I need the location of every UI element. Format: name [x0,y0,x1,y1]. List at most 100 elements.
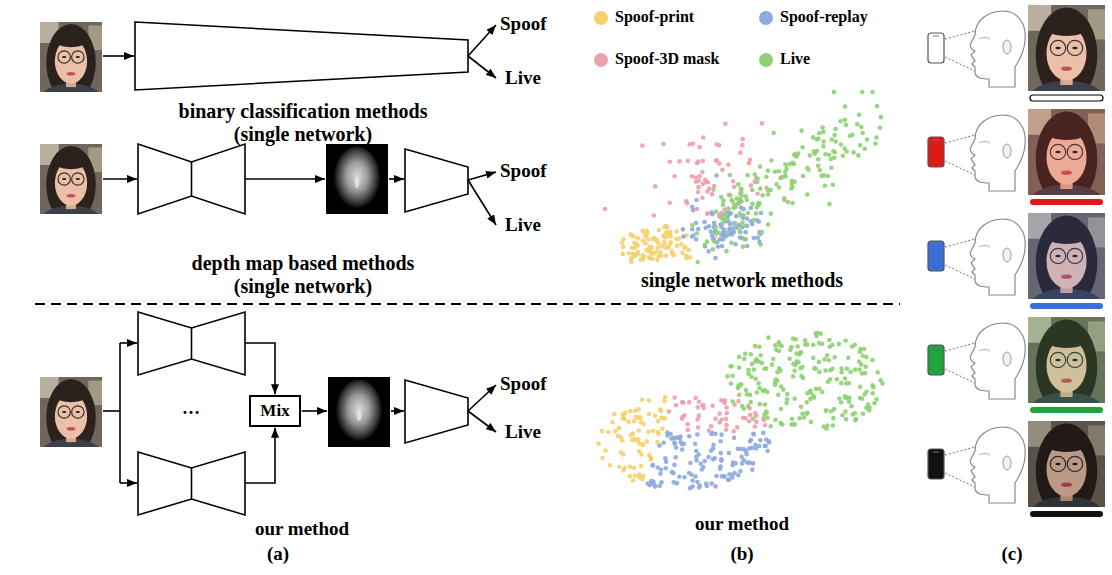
scatter-point [808,397,813,402]
scatter-point [864,355,869,360]
scatter-point [693,441,698,446]
scatter-point [639,452,644,457]
scatter-point [636,437,641,442]
phone-icon [928,33,944,63]
scatter-point [817,360,822,365]
scatter-point [702,459,707,464]
scatter-point [823,368,828,373]
scatter-point [680,251,685,256]
scatter-point [862,146,867,151]
scatter-point [701,158,706,163]
scatter-point [778,368,783,373]
scatter-point [738,229,743,234]
scatter-point [693,474,698,479]
scatter-point [790,417,795,422]
color-tint [1028,317,1105,403]
scatter-point [788,348,793,353]
scatter-point [783,162,788,167]
scatter-point [697,145,702,150]
scatter-point [741,236,746,241]
scatter-point [766,335,771,340]
scatter-point [803,338,808,343]
light-ray [945,369,975,383]
scatter-point [805,166,810,171]
scatter-point [760,361,765,366]
head-ear [1003,248,1011,262]
scatter-point [755,180,760,185]
scatter-point [641,238,646,243]
scatter-point [831,416,836,421]
scatter-point [667,159,672,164]
scatter-point [777,185,782,190]
scatter-point [748,413,753,418]
arrow [468,385,496,411]
scatter-point [603,448,608,453]
panel-label: (c) [1001,543,1022,565]
scatter-point [723,398,728,403]
scatter-point [752,236,757,241]
glasses [72,51,84,63]
hair [46,379,96,447]
scatter-point [663,395,668,400]
scatter-point [874,397,879,402]
scatter-point [773,169,778,174]
legend-label: Spoof-print [615,8,694,26]
scatter-point [831,423,836,428]
scatter-point [782,196,787,201]
scatter-point [713,256,718,261]
scatter-point [732,185,737,190]
scatter-point [755,191,760,196]
scatter-point [731,429,736,434]
scatter-point [727,472,732,477]
scatter-point [739,205,744,210]
scatter-point [714,173,719,178]
panel-label: (b) [730,543,753,565]
color-bar [1030,303,1103,309]
head-shading [979,38,990,40]
lips [67,72,76,76]
bottleneck [191,328,193,359]
scatter-point [697,174,702,179]
scatter-point [745,216,750,221]
scatter-point [785,392,790,397]
scatter-point [717,143,722,148]
eye [76,411,80,413]
scatter-point [845,366,850,371]
arrow [103,55,134,57]
scatter-point [837,342,842,347]
hair [46,146,96,214]
eye [62,56,66,58]
scatter-point [824,408,829,413]
scatter-point [820,342,825,347]
scatter-point [712,220,717,225]
head-outline [970,427,1025,503]
scatter-point [670,249,675,254]
scatter-point [718,439,723,444]
scatter-point [674,229,679,234]
scatter-point [797,416,802,421]
color-tint [1028,213,1105,299]
scatter-point [691,141,696,146]
scatter-point [688,461,693,466]
glasses [1067,40,1082,55]
scatter-point [741,244,746,249]
color-bar [1030,199,1103,205]
scatter-point [632,419,637,424]
scatter-point [769,211,774,216]
plot-caption: single network methods [641,269,843,292]
light-ray [945,473,975,487]
scatter-point [660,427,665,432]
scatter-point [839,370,844,375]
scatter-point [754,419,759,424]
scatter-point [833,139,838,144]
photo-background [1028,421,1105,507]
scatter-point [661,142,666,147]
scatter-point [653,484,658,489]
arrow [103,178,137,180]
scatter-point [629,257,634,262]
face-photo [1028,213,1105,299]
scatter-point [805,411,810,416]
scatter-point [783,174,788,179]
ellipsis: … [182,398,200,419]
